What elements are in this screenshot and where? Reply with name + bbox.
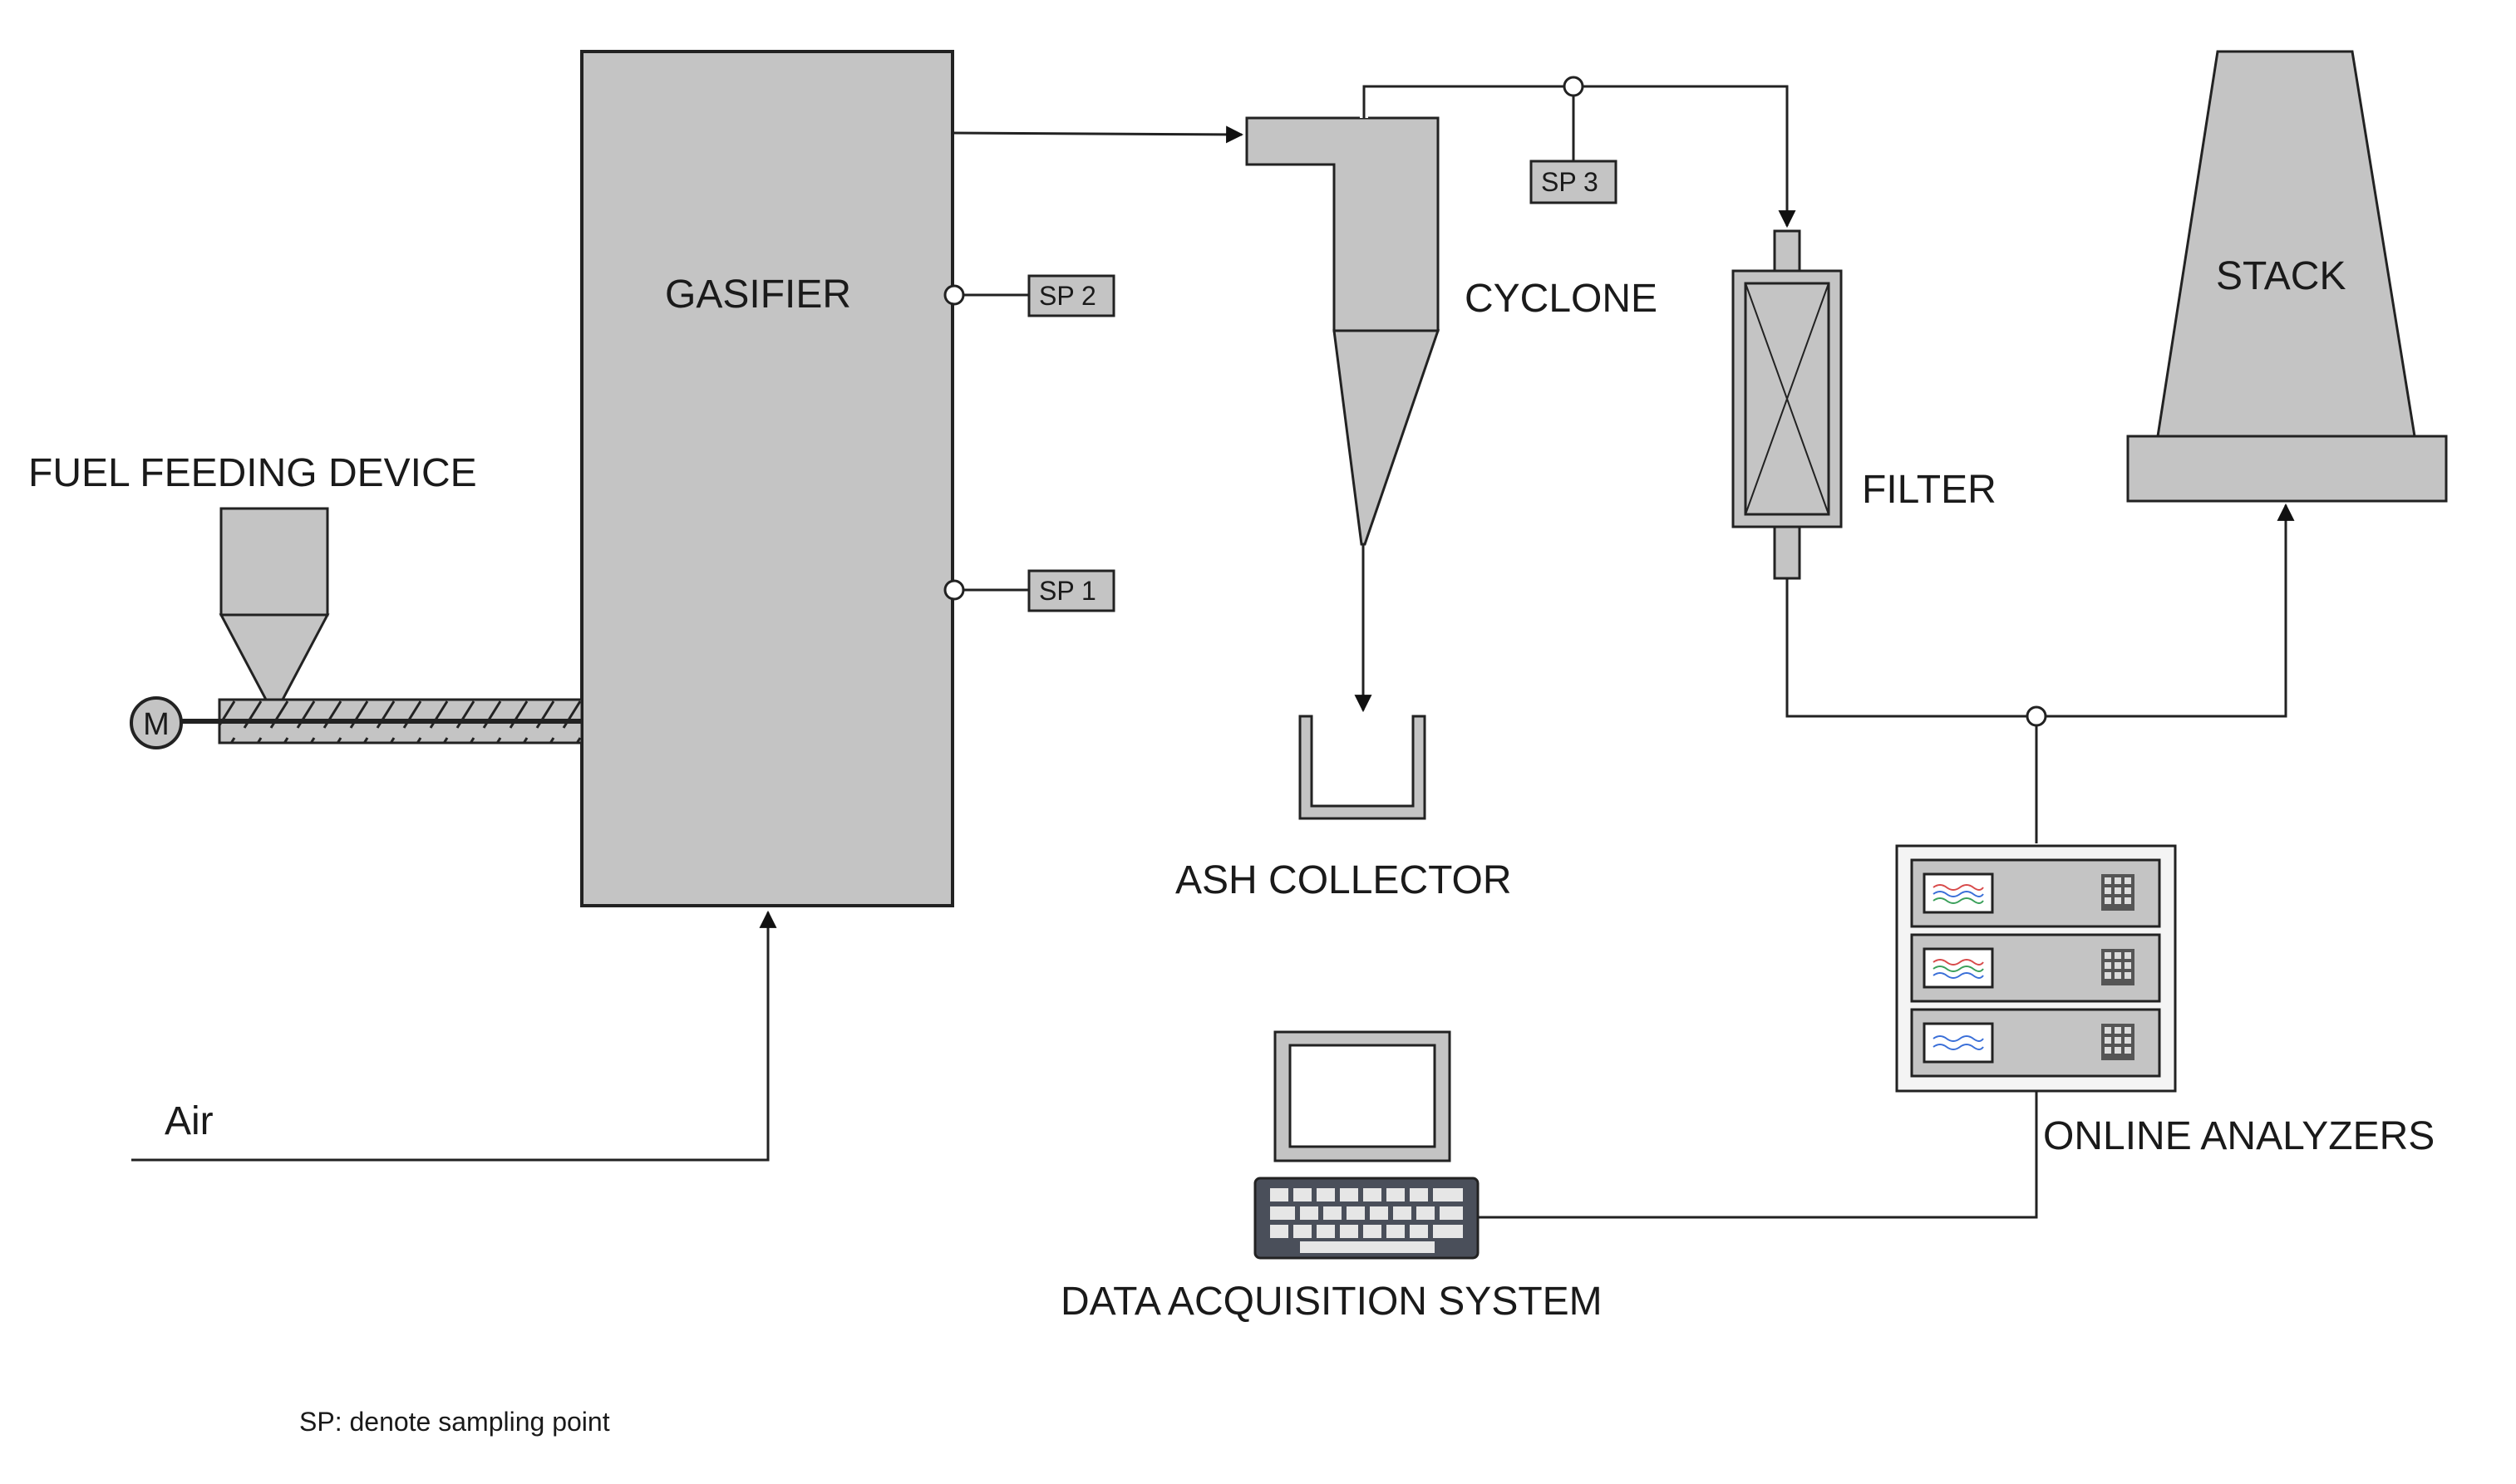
stack-label: STACK	[2216, 254, 2346, 298]
fuel-hopper-body	[219, 507, 329, 617]
sp3-box	[1529, 160, 1617, 204]
cyclone-cone	[1332, 329, 1440, 546]
analyzer-3-screen	[1923, 1022, 1994, 1064]
fuel-hopper-cone	[219, 613, 330, 701]
motor-label: M	[143, 707, 170, 742]
filter-to-stack-line	[1785, 503, 2295, 718]
online-analyzers-label: ONLINE ANALYZERS	[2043, 1114, 2435, 1158]
cyclone-body	[1245, 116, 1440, 332]
analyzer-2-keypad	[2101, 949, 2134, 985]
cyclone-label: CYCLONE	[1465, 277, 1657, 321]
daq-computer-icon	[1253, 1030, 1480, 1260]
filter-cross-b	[1745, 283, 1829, 515]
sp1-box	[1027, 569, 1115, 612]
analyzer-1-keypad	[2101, 874, 2134, 911]
sp3-label: SP 3	[1541, 167, 1598, 197]
fuel-feeding-device-label: FUEL FEEDING DEVICE	[28, 451, 477, 495]
ash-collector-label: ASH COLLECTOR	[1175, 858, 1512, 902]
sp2-label: SP 2	[1039, 281, 1096, 311]
stack-chimney	[2156, 50, 2416, 438]
sp1-port	[943, 579, 965, 601]
sp2-port	[943, 284, 965, 306]
daq-monitor-screen	[1288, 1044, 1436, 1148]
gasifier-label: GASIFIER	[665, 273, 851, 317]
ash-collector	[1298, 715, 1426, 820]
sp3-port	[1563, 76, 1584, 97]
footnote: SP: denote sampling point	[299, 1407, 610, 1437]
data-acquisition-system-label: DATA ACQUISITION SYSTEM	[1061, 1280, 1603, 1324]
sp2-box	[1027, 274, 1115, 317]
sp1-label: SP 1	[1039, 576, 1096, 606]
filter-label: FILTER	[1862, 468, 1997, 512]
analyzer-3-keypad	[2101, 1024, 2134, 1060]
air-supply-line	[131, 910, 777, 1162]
filter-inlet-nozzle	[1773, 229, 1801, 273]
online-analyzers-rack	[1895, 844, 2177, 1093]
filter-outlet-nozzle	[1773, 525, 1801, 580]
stack-base	[2126, 435, 2448, 503]
air-label: Air	[165, 1099, 214, 1143]
gasifier-to-cyclone-line	[952, 125, 1244, 144]
analyzer-tap-port	[2026, 705, 2047, 727]
analyzer-to-daq-line	[1475, 1091, 2038, 1219]
gasifier-vessel	[580, 50, 954, 907]
motor-icon	[130, 696, 183, 749]
